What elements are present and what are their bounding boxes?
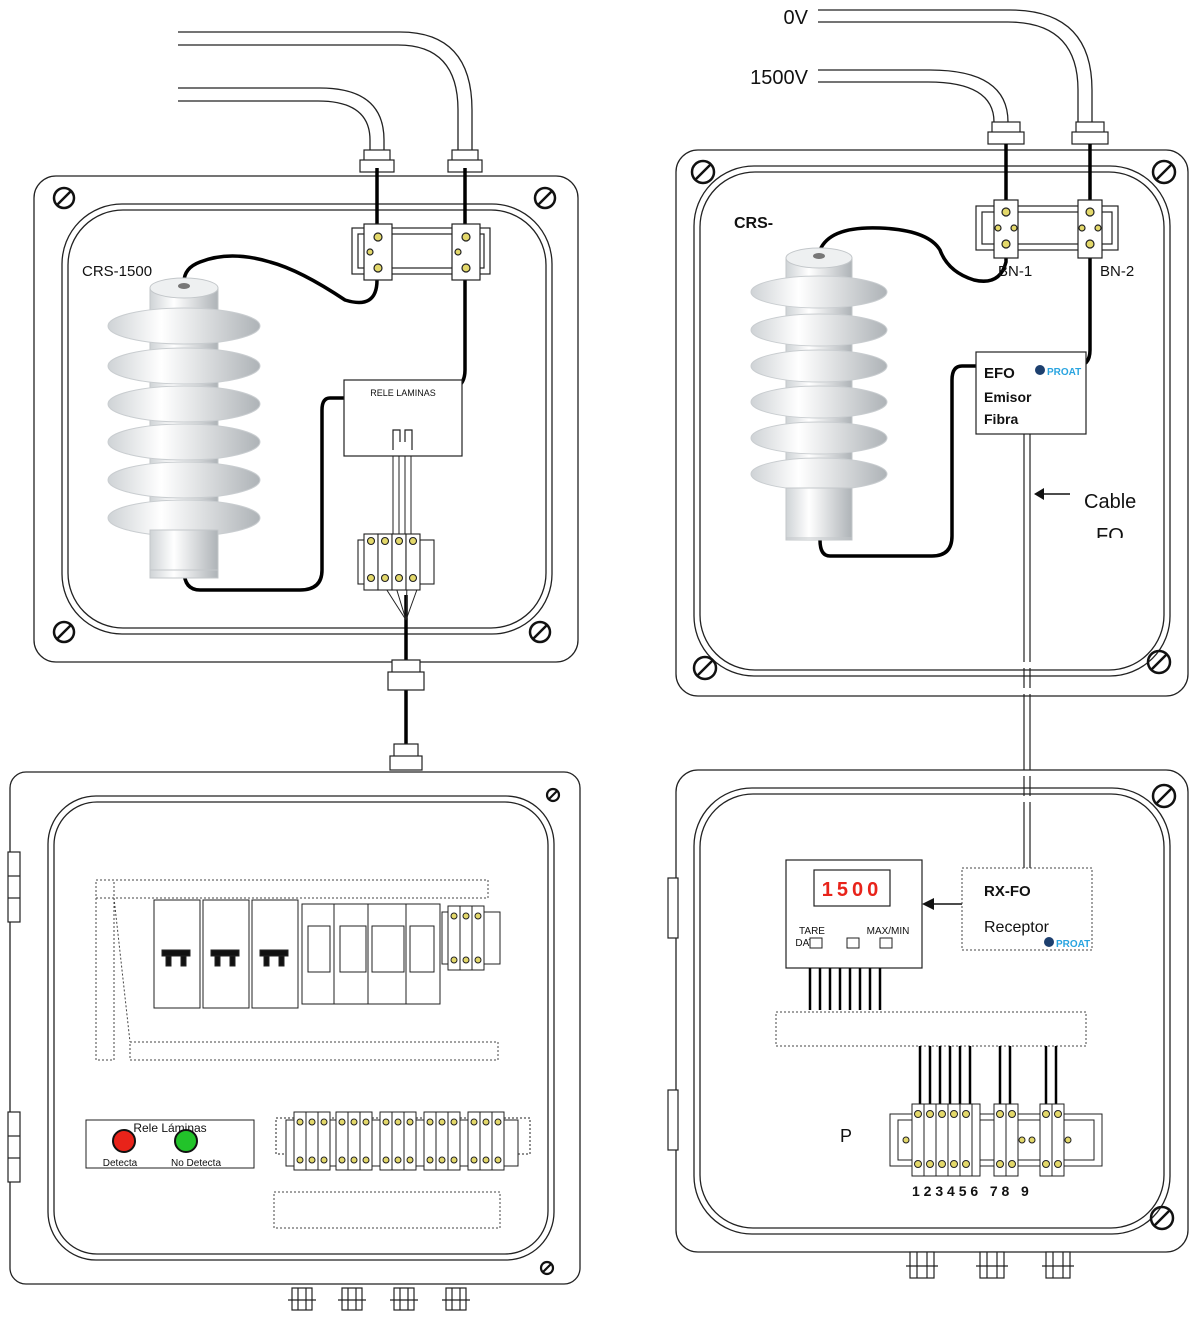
voltage-0v-label: 0V xyxy=(784,7,809,29)
screw-icon xyxy=(690,159,716,185)
right-din-tray xyxy=(775,1011,1087,1047)
left-incoming-cables xyxy=(178,31,473,150)
indicator-panel: Rele Láminas Detecta No Detecta xyxy=(85,1119,255,1169)
screw-icon xyxy=(692,655,718,681)
right-bottom-enclosure xyxy=(675,769,1189,1253)
proat-logo-icon xyxy=(1044,937,1054,947)
left-bottom-screws xyxy=(539,787,561,1276)
efo-emitter-module: EFO PROAT Emisor Fibra xyxy=(975,351,1087,435)
right-top-screws xyxy=(690,159,1177,681)
left-enclosure-label: CRS-1500 xyxy=(82,263,152,280)
terminal-block-label: P xyxy=(840,1126,852,1146)
meter-value: 1500 xyxy=(822,879,883,901)
meter-arrow xyxy=(922,898,962,910)
relay-module: RELE LAMINAS xyxy=(343,379,463,457)
screw-icon xyxy=(533,186,557,210)
left-cable-glands xyxy=(359,149,483,173)
screw-icon xyxy=(52,620,76,644)
efo-code: EFO xyxy=(984,365,1015,382)
right-top-enclosure xyxy=(675,149,1189,697)
panel-meter: 1500 TARE DATA MAX/MIN xyxy=(785,859,923,969)
fibre-break-marks xyxy=(1020,662,1034,802)
left-lower-terminal-block xyxy=(357,533,435,591)
right-bottom-glands xyxy=(906,1251,1074,1279)
top-right-terminal-block xyxy=(441,905,501,971)
meter-display xyxy=(813,869,891,907)
red-lamp-icon xyxy=(112,1129,136,1153)
cable-label-line2: FO xyxy=(1096,525,1124,547)
screw-icon xyxy=(539,1260,555,1276)
efo-line1: Emisor xyxy=(984,389,1032,405)
data-button-icon xyxy=(846,937,860,949)
efo-line2: Fibra xyxy=(984,411,1018,427)
rxfo-brand: PROAT xyxy=(1056,939,1090,950)
lower-din-tray xyxy=(273,1191,501,1229)
screw-icon xyxy=(1146,649,1172,675)
rxfo-code: RX-FO xyxy=(984,883,1031,900)
right-bottom-screws xyxy=(1149,783,1177,1231)
left-bottom-enclosure xyxy=(9,771,581,1285)
right-insulator-illustration xyxy=(750,247,888,541)
left-terminal-rail xyxy=(351,223,491,281)
left-insulator-illustration xyxy=(107,277,261,579)
red-lamp-label: Detecta xyxy=(103,1158,138,1169)
right-bottom-hinges xyxy=(667,877,679,1151)
voltage-1500v-label: 1500V xyxy=(750,67,808,89)
meter-data-label: DATA xyxy=(795,938,821,949)
right-cable-glands xyxy=(987,121,1109,145)
terminal-bn1-label: BN-1 xyxy=(998,263,1032,280)
cable-label-arrow: Cable FO xyxy=(1034,488,1136,547)
screw-icon xyxy=(1151,783,1177,809)
screw-icon xyxy=(1151,159,1177,185)
terminal-numbers: 1 2 3 4 5 6 7 8 9 xyxy=(912,1183,1029,1199)
cable-label-line1: Cable xyxy=(1084,491,1136,513)
screw-icon xyxy=(545,787,561,803)
efo-brand: PROAT xyxy=(1047,367,1081,378)
tare-button-icon xyxy=(809,937,823,949)
right-terminal-wires xyxy=(918,1046,1058,1108)
rxfo-line1: Receptor xyxy=(984,919,1050,936)
left-bottom-hinges xyxy=(7,851,21,1183)
screw-icon xyxy=(1149,1205,1175,1231)
proat-logo-icon xyxy=(1035,365,1045,375)
left-bottom-glands xyxy=(288,1287,470,1311)
indicator-panel-title: Rele Láminas xyxy=(133,1121,206,1135)
screw-icon xyxy=(528,620,552,644)
breakers-row xyxy=(153,899,441,1009)
arrow-left-icon xyxy=(922,898,934,910)
left-bottom-din-tray xyxy=(95,879,499,1061)
green-lamp-icon xyxy=(174,1129,198,1153)
meter-output-wires xyxy=(808,968,882,1010)
long-terminal-strip xyxy=(275,1111,531,1171)
left-connecting-glands xyxy=(387,659,425,771)
meter-tare-label: TARE xyxy=(799,926,825,937)
green-lamp-label: No Detecta xyxy=(171,1158,221,1169)
right-black-wires xyxy=(818,144,1092,558)
right-terminal-rail xyxy=(975,199,1119,259)
meter-maxmin-label: MAX/MIN xyxy=(867,926,910,937)
right-incoming-cables xyxy=(818,9,1093,123)
maxmin-button-icon xyxy=(879,937,893,949)
fibre-optic-cable xyxy=(1023,434,1031,868)
screw-icon xyxy=(52,186,76,210)
relay-contact-icon xyxy=(392,429,413,450)
right-enclosure-label: CRS- xyxy=(734,215,773,232)
terminal-bn2-label: BN-2 xyxy=(1100,263,1134,280)
rxfo-receiver-module: RX-FO Receptor PROAT xyxy=(961,867,1093,951)
right-terminal-block xyxy=(889,1103,1103,1177)
left-top-screws xyxy=(52,186,557,644)
arrow-left-icon xyxy=(1034,488,1044,500)
relay-output-wires xyxy=(382,456,420,621)
left-top-enclosure xyxy=(33,175,579,663)
relay-module-label: RELE LAMINAS xyxy=(370,388,436,398)
